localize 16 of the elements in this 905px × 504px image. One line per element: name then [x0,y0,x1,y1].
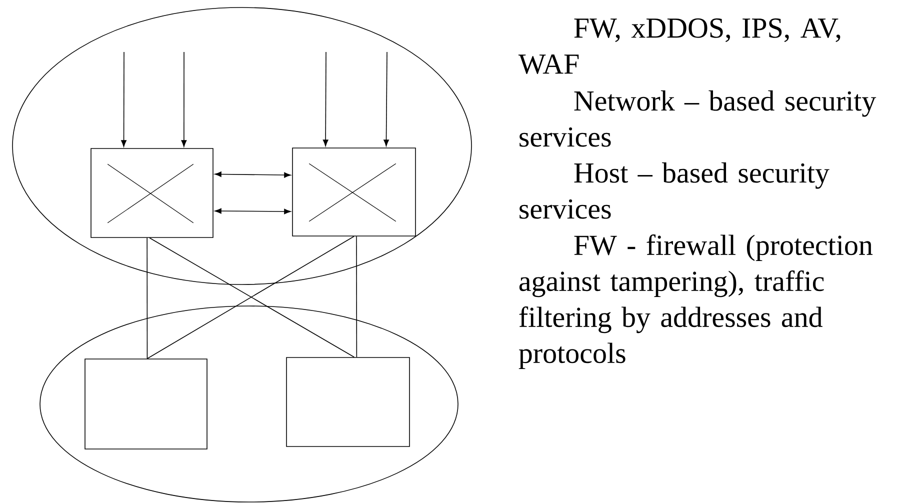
switch-box [292,148,416,236]
double-arrow [214,208,291,214]
text-paragraph: FW - firewall (protection against tampering), traffic filtering by addresses and protocols [518,234,873,369]
arrow [384,52,389,146]
connector-line [146,238,148,359]
text-paragraph: Network – based security services [520,90,876,147]
device-box [84,358,208,450]
arrow [322,52,328,146]
text-paragraph: FW, xDDOS, IPS, AV, WAF [518,18,840,74]
text-paragraph: Host – based security services [520,162,830,219]
double-arrow [214,172,291,178]
connector-line [356,236,358,358]
arrow [181,52,187,147]
arrow [121,52,126,147]
switch-box [90,148,214,238]
device-box [286,357,410,447]
